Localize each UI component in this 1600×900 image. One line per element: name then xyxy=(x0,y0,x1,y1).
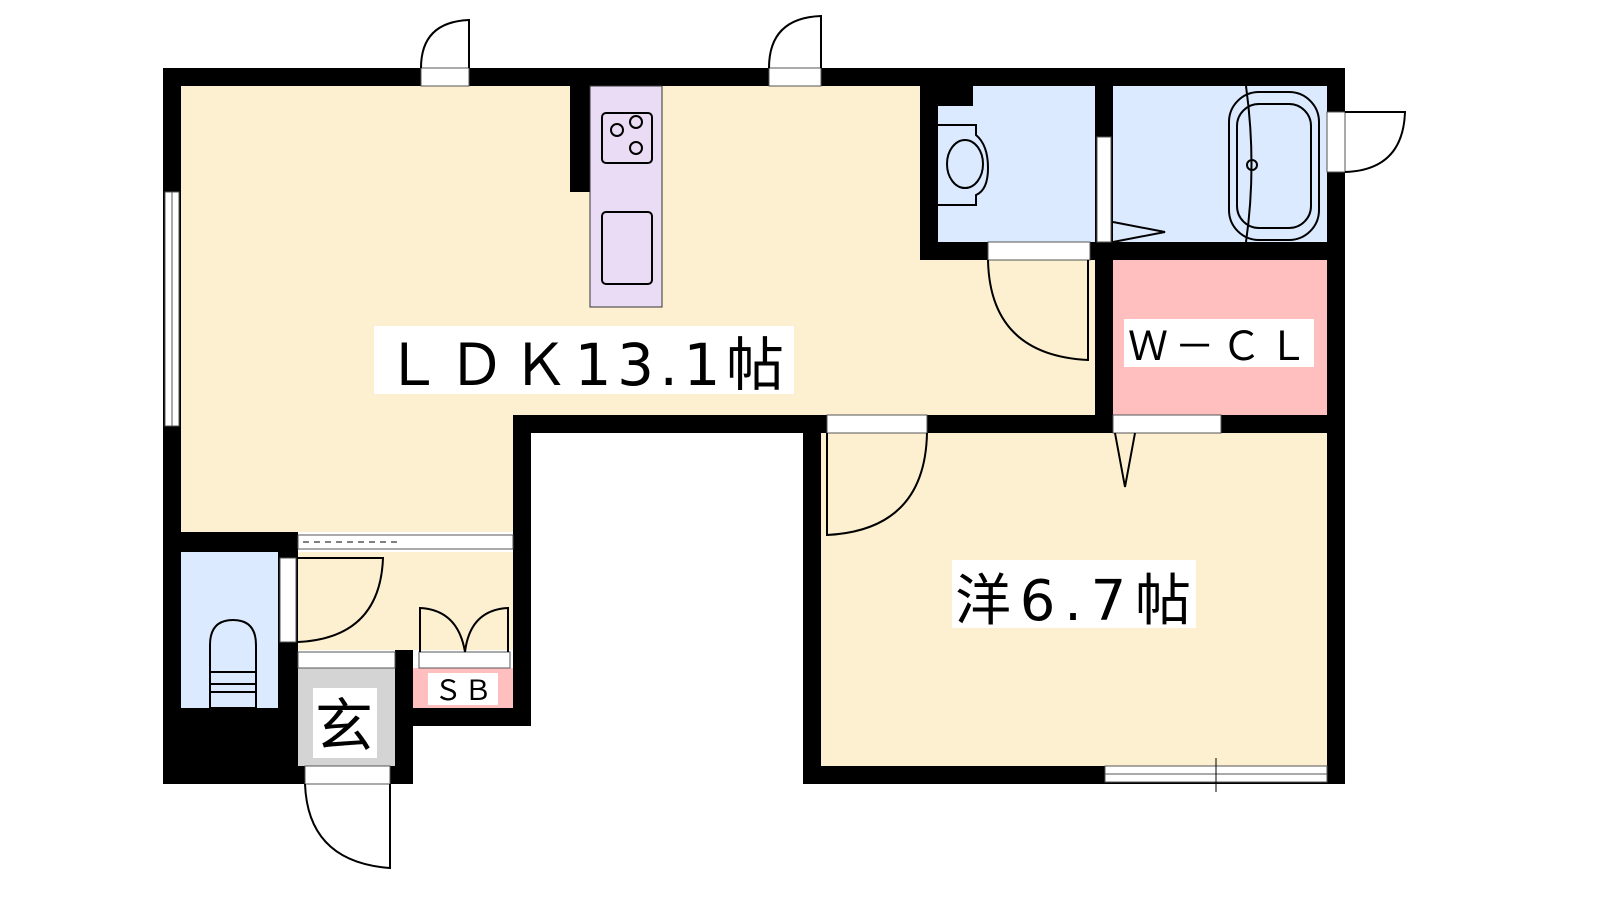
toilet-icon xyxy=(209,618,257,709)
washroom xyxy=(938,86,1095,242)
stove-icon xyxy=(601,112,653,164)
washbasin-icon xyxy=(938,124,990,206)
hallway xyxy=(298,552,513,650)
bathroom xyxy=(1113,86,1327,242)
ldk-room xyxy=(181,86,1095,532)
sink-icon xyxy=(601,211,653,285)
sb-label: ＳＢ xyxy=(434,674,492,707)
western-room-label: 洋6.7帖 xyxy=(955,569,1191,634)
toilet-room xyxy=(181,552,278,708)
doors xyxy=(164,14,1407,870)
ldk-label: ＬＤＫ13.1帖 xyxy=(384,331,784,399)
genkan-label: 玄 xyxy=(315,692,373,760)
bathtub-icon xyxy=(1228,85,1320,243)
